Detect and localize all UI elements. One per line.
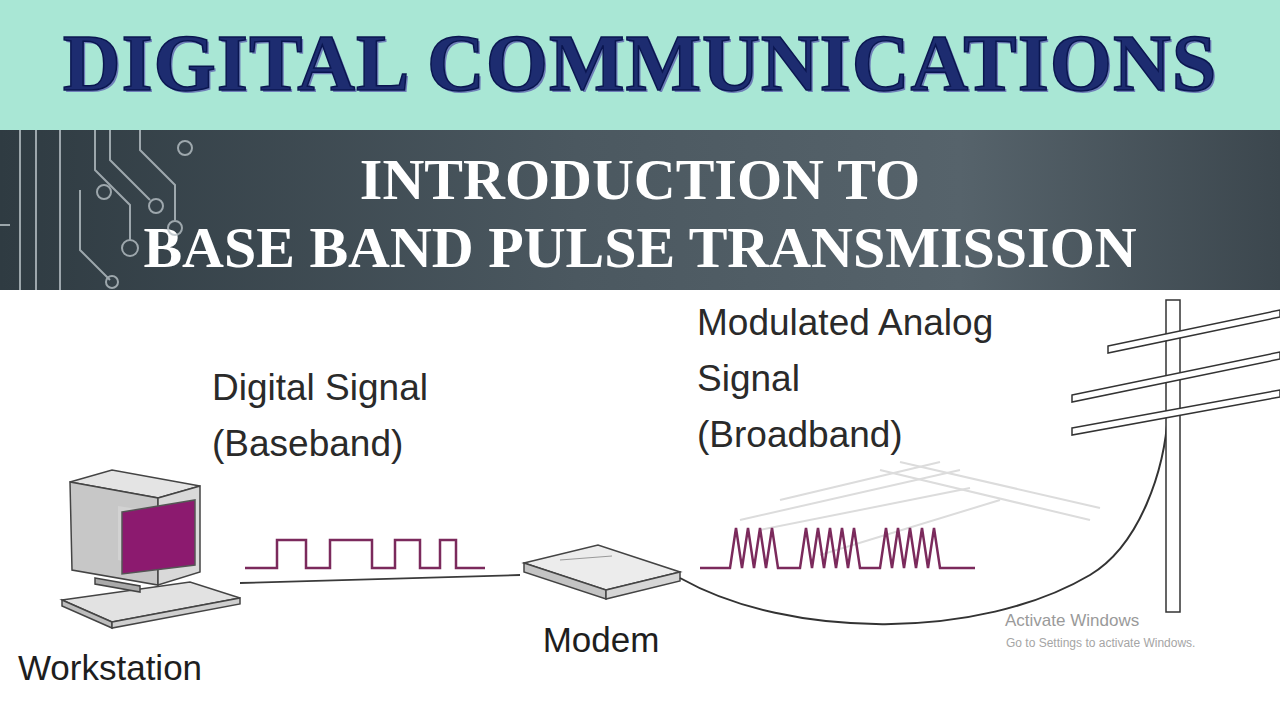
node-label: Modem bbox=[516, 620, 686, 660]
main-title: DIGITAL COMMUNICATIONS bbox=[0, 18, 1280, 108]
connector-line bbox=[240, 575, 520, 583]
computer-icon bbox=[62, 470, 240, 628]
square-wave bbox=[245, 540, 485, 568]
signal-label: Modulated Analog Signal (Broadband) bbox=[697, 295, 997, 463]
telephone-pole bbox=[1072, 300, 1280, 612]
connector bbox=[240, 575, 520, 583]
modem-node: Modem bbox=[520, 540, 690, 660]
node-label: Workstation bbox=[0, 648, 230, 688]
title-band: DIGITAL COMMUNICATIONS bbox=[0, 0, 1280, 130]
subtitle-line: BASE BAND PULSE TRANSMISSION bbox=[0, 216, 1280, 280]
circuit-decoration bbox=[0, 130, 220, 290]
workstation-node: Workstation bbox=[0, 480, 240, 690]
signal-label: Digital Signal (Baseband) bbox=[212, 360, 502, 472]
modem-icon bbox=[524, 545, 680, 599]
subtitle-line: INTRODUCTION TO bbox=[0, 148, 1280, 212]
modulated-wave bbox=[700, 528, 975, 568]
watermark-text: Go to Settings to activate Windows. bbox=[1006, 635, 1266, 651]
subtitle-band: INTRODUCTION TOBASE BAND PULSE TRANSMISS… bbox=[0, 130, 1280, 290]
watermark-text: Activate Windows bbox=[1005, 611, 1265, 631]
